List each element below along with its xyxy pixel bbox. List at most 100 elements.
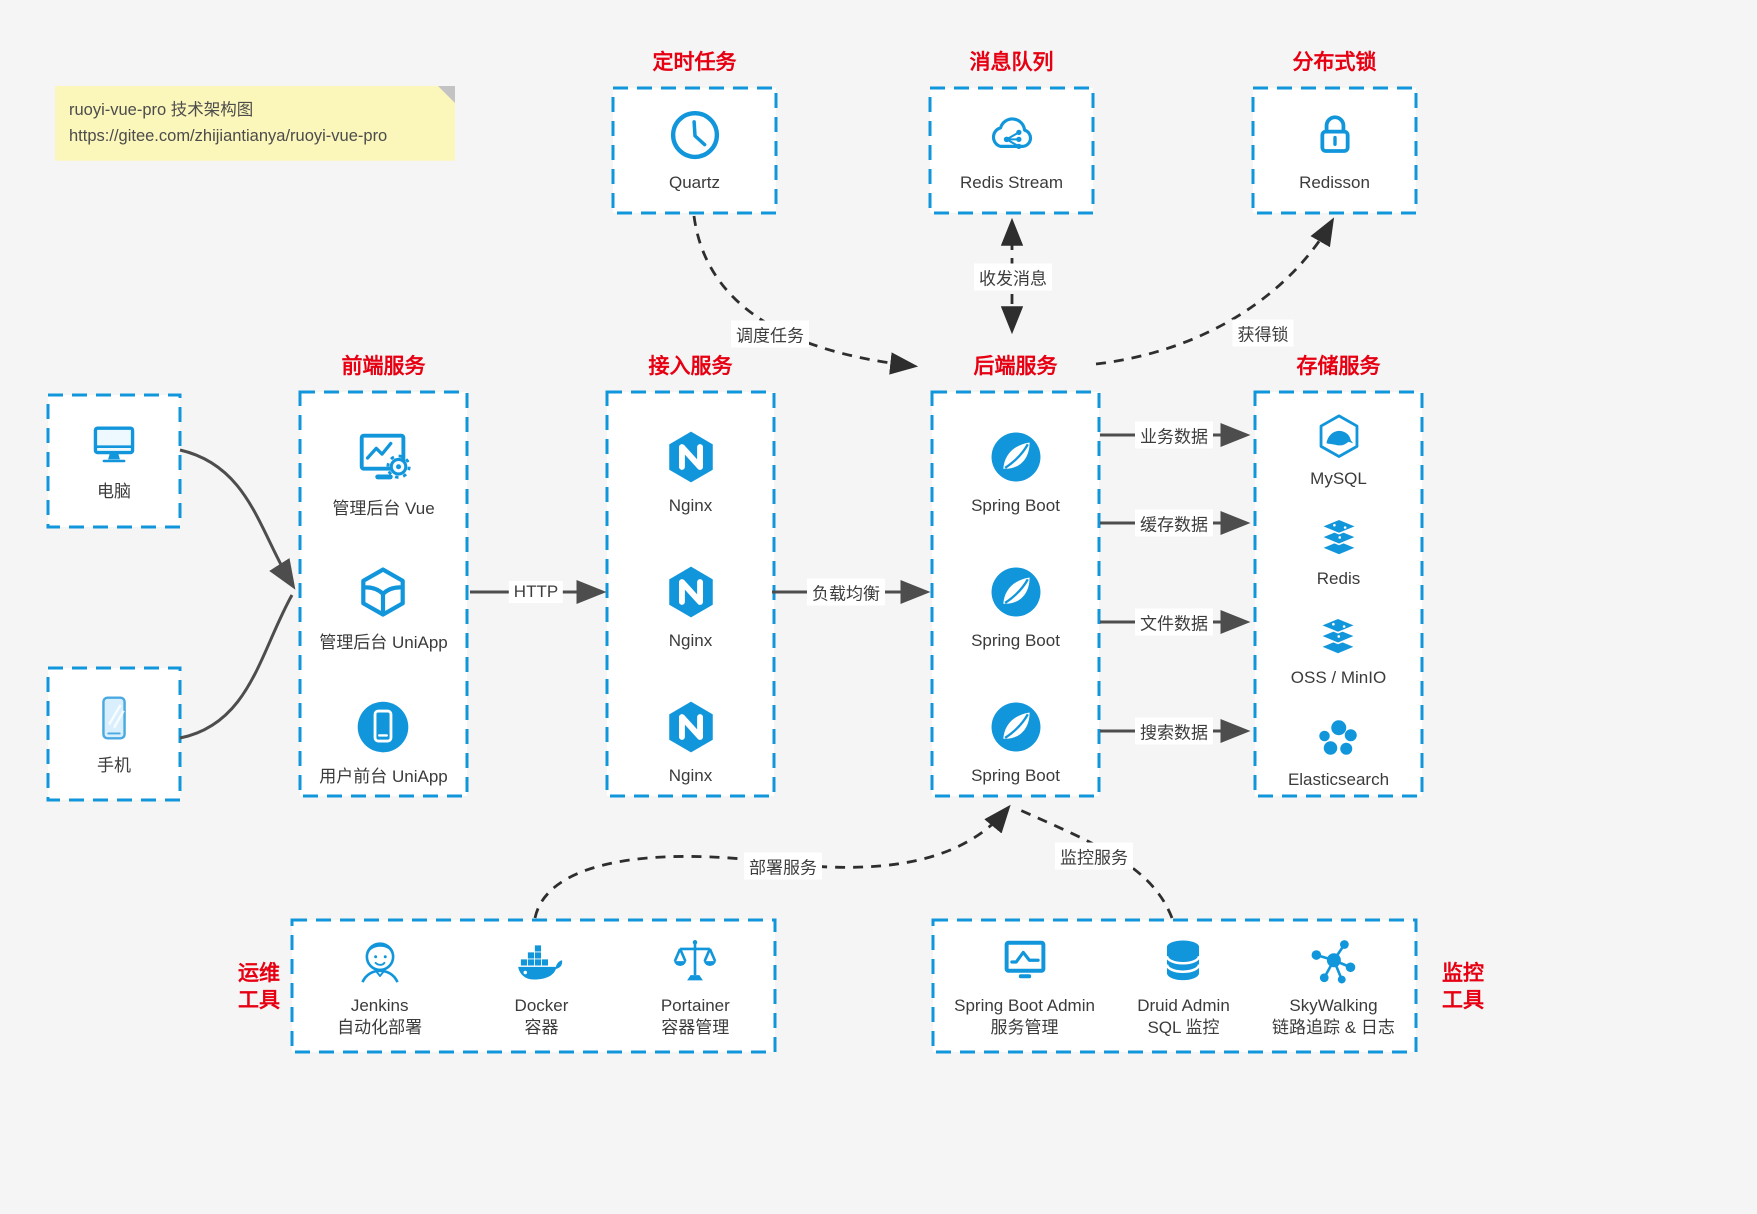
edge-label-acquire-lock: 获得锁	[1232, 319, 1294, 347]
title-storage-services: 存储服务	[1296, 355, 1381, 378]
node-label: Redis Stream	[960, 172, 1063, 192]
node-oss-minio: OSS / MinIO	[1291, 615, 1386, 690]
cloud-stream-icon	[992, 116, 1033, 149]
portainer-icon	[673, 940, 717, 981]
nginx-icon	[668, 431, 713, 483]
edge-label-monitor-service: 监控服务	[1055, 842, 1133, 870]
nginx-icon	[668, 566, 713, 618]
node-label: Jenkins	[350, 996, 409, 1016]
node-spring-boot-3: Spring Boot	[971, 698, 1060, 788]
storage-services-box: MySQL Redis OSS / Mi	[1255, 392, 1422, 812]
node-mysql: MySQL	[1310, 412, 1367, 491]
node-skywalking: SkyWalking 链路追踪 & 日志	[1272, 934, 1395, 1038]
user-app-icon	[358, 701, 409, 753]
title-scheduled-tasks: 定时任务	[652, 51, 737, 74]
mysql-icon	[1319, 414, 1358, 459]
frame-monitor-tools	[931, 918, 1418, 1054]
node-redisson: Redisson	[1299, 107, 1370, 195]
node-label: Spring Boot	[971, 765, 1060, 785]
edge-label-deploy-service: 部署服务	[744, 852, 822, 880]
node-nginx-1: Nginx	[662, 428, 720, 518]
node-label: MySQL	[1310, 469, 1367, 489]
node-label: Redis	[1316, 568, 1361, 588]
node-phone-client: 手机	[88, 690, 140, 778]
node-label: Portainer	[660, 996, 730, 1016]
quartz-box: Quartz	[613, 88, 776, 213]
smartphone-icon	[102, 696, 126, 740]
clock-icon	[670, 110, 719, 159]
node-label: Elasticsearch	[1287, 769, 1390, 789]
node-portainer: Portainer 容器管理	[661, 934, 730, 1038]
nginx-icon	[668, 701, 713, 753]
edge-monitor-service	[1019, 808, 1174, 919]
node-sublabel: 链路追踪 & 日志	[1272, 1018, 1395, 1038]
node-label: 手机	[97, 756, 131, 776]
frontend-services-box: 管理后台 Vue 管理后台 UniApp 用户前台 UniApp	[300, 392, 467, 824]
node-label: Docker	[514, 996, 569, 1016]
edge-label-search-data: 搜索数据	[1135, 717, 1213, 745]
edge-schedule-task	[692, 215, 919, 375]
node-spring-boot-2: Spring Boot	[971, 563, 1060, 653]
node-sublabel: 服务管理	[990, 1018, 1059, 1038]
title-access-services: 接入服务	[648, 355, 733, 378]
redisson-box: Redisson	[1253, 88, 1416, 213]
title-message-queue: 消息队列	[969, 51, 1054, 74]
node-quartz: Quartz	[667, 107, 723, 195]
spring-boot-icon	[991, 567, 1040, 617]
node-sublabel: 容器管理	[661, 1018, 730, 1038]
note-fold-corner-icon	[438, 86, 455, 103]
edge-label-business-data: 业务数据	[1135, 421, 1213, 449]
jenkins-icon	[360, 942, 399, 983]
edge-label-file-data: 文件数据	[1135, 608, 1213, 636]
spring-boot-icon	[991, 702, 1040, 752]
storage-stack-icon	[1320, 617, 1357, 656]
title-frontend-services: 前端服务	[341, 355, 426, 378]
uniapp-cube-icon	[361, 567, 406, 617]
docker-icon	[518, 945, 563, 980]
node-label: 管理后台 Vue	[332, 499, 435, 519]
redis-stream-box: Redis Stream	[930, 88, 1093, 213]
title-backend-services: 后端服务	[973, 355, 1058, 378]
pc-client-box: 电脑	[48, 395, 180, 527]
lock-icon	[1319, 114, 1350, 153]
node-admin-uniapp: 管理后台 UniApp	[319, 563, 448, 655]
title-monitor-tools: 监控 工具	[1434, 960, 1492, 1015]
node-pc-client: 电脑	[85, 418, 143, 504]
node-label: Spring Boot Admin	[954, 996, 1095, 1016]
node-sublabel: SQL 监控	[1147, 1018, 1220, 1038]
node-redis: Redis	[1314, 516, 1364, 591]
node-nginx-2: Nginx	[662, 563, 720, 653]
elasticsearch-icon	[1319, 720, 1358, 755]
node-admin-vue: 管理后台 Vue	[332, 427, 435, 521]
node-label: 电脑	[97, 482, 131, 502]
sticky-note: ruoyi-vue-pro 技术架构图 https://gitee.com/zh…	[55, 86, 455, 161]
node-label: 用户前台 UniApp	[319, 767, 448, 787]
node-spring-boot-admin: Spring Boot Admin 服务管理	[954, 934, 1095, 1038]
node-label: Nginx	[668, 631, 713, 651]
node-label: Redisson	[1299, 172, 1370, 192]
edge-phone-to-frontend	[179, 594, 294, 740]
edge-label-load-balance: 负载均衡	[807, 578, 885, 606]
node-label: OSS / MinIO	[1290, 668, 1387, 688]
note-title: ruoyi-vue-pro 技术架构图	[69, 101, 254, 119]
node-druid-admin: Druid Admin SQL 监控	[1137, 934, 1230, 1038]
redis-stack-icon	[1320, 518, 1357, 556]
frame-quartz	[611, 86, 778, 215]
node-spring-boot-1: Spring Boot	[971, 428, 1060, 518]
node-label: Nginx	[668, 765, 713, 785]
title-distributed-lock: 分布式锁	[1292, 51, 1377, 74]
title-monitor-line1: 监控	[1442, 962, 1484, 985]
node-label: 管理后台 UniApp	[319, 633, 448, 653]
skywalking-icon	[1312, 940, 1356, 984]
node-label: SkyWalking	[1289, 996, 1378, 1016]
edge-label-http: HTTP	[508, 581, 564, 603]
edge-acquire-lock	[1095, 217, 1335, 366]
title-ops-line1: 运维	[238, 962, 280, 985]
node-label: Quartz	[668, 172, 721, 192]
edge-label-schedule-task: 调度任务	[731, 320, 809, 348]
node-label: Spring Boot	[971, 496, 1060, 516]
node-docker: Docker 容器	[512, 934, 570, 1038]
admin-vue-icon	[359, 433, 411, 480]
node-nginx-3: Nginx	[662, 698, 720, 788]
